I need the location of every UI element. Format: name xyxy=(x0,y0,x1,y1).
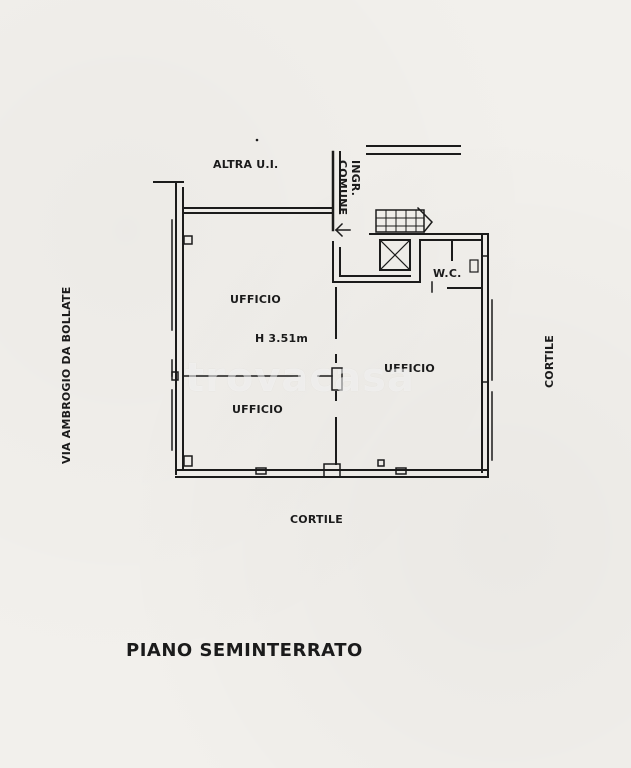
wall-right xyxy=(481,233,489,477)
plan-title: PIANO SEMINTERRATO xyxy=(126,640,363,661)
wall-left xyxy=(175,182,184,475)
wall-corridor xyxy=(331,150,421,283)
wc-room xyxy=(419,239,483,293)
label-ingr-comune: INGR. COMUNE xyxy=(336,160,362,216)
label-wc: W.C. xyxy=(433,267,462,280)
lift-box xyxy=(379,239,411,271)
entrance-arrow-icon xyxy=(334,222,351,238)
label-cortile-right: CORTILE xyxy=(543,335,556,388)
window-marks-left xyxy=(171,219,193,467)
label-height: H 3.51m xyxy=(255,332,309,345)
wall-bottom xyxy=(175,469,489,478)
label-ufficio-right: UFFICIO xyxy=(384,362,435,375)
bottom-wall-features xyxy=(255,459,407,478)
label-ufficio-bottom-left: UFFICIO xyxy=(232,403,283,416)
label-via: VIA AMBROGIO DA BOLLATE xyxy=(60,286,73,464)
label-altra-ui: ALTRA U.I. xyxy=(213,158,279,171)
dot xyxy=(255,138,259,142)
label-ufficio-top-left: UFFICIO xyxy=(230,293,281,306)
window-marks-right xyxy=(481,255,493,461)
wall-top xyxy=(182,207,334,214)
wall-top-right xyxy=(366,145,461,155)
stair xyxy=(375,206,434,234)
column xyxy=(331,367,343,391)
watermark-logo: trovacasa xyxy=(185,355,415,401)
label-cortile-bottom: CORTILE xyxy=(290,513,343,526)
